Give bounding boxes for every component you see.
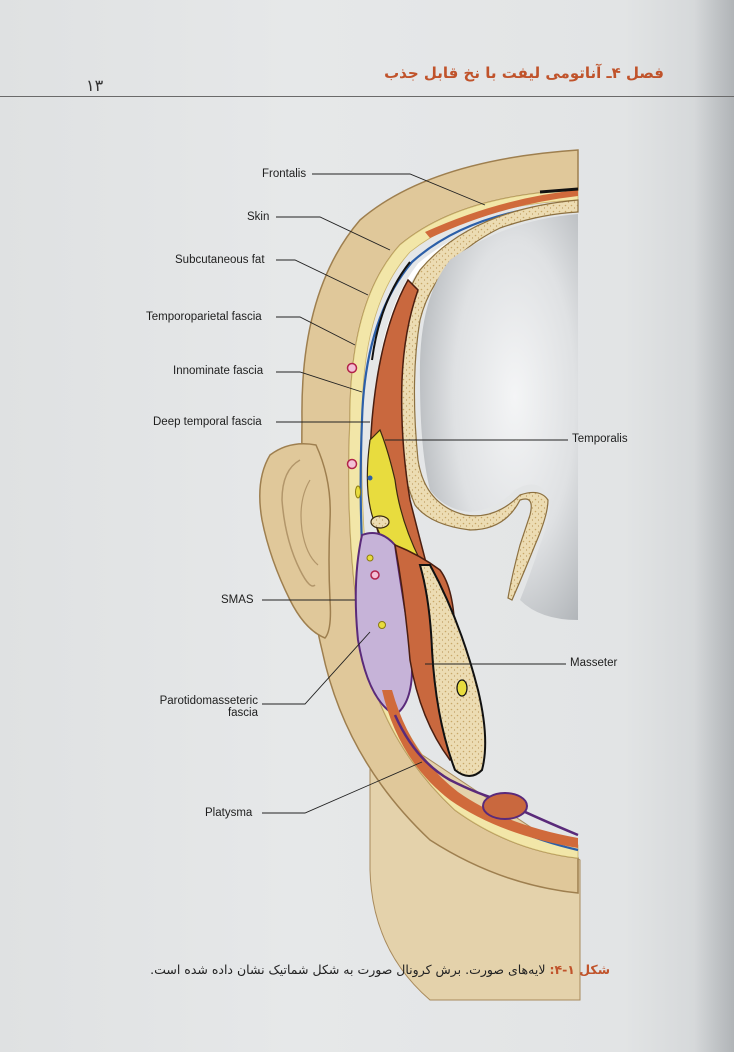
vessel-marker-4 [367,475,373,481]
label-innominate-fascia: Innominate fascia [173,365,264,377]
figure-caption: شکل ۱-۴: لایه‌های صورت. برش کرونال صورت … [150,962,610,977]
nerve-marker-3 [378,621,386,629]
subcutaneous-fat-layer [348,189,579,859]
page-edge-shadow [694,0,734,1052]
mandibular-canal [456,679,468,697]
label-temporalis: Temporalis [572,433,628,445]
frontalis-black [539,187,579,194]
figure-id: شکل ۱-۴: [549,962,610,977]
leader-skin [276,216,391,251]
vessel-marker-3 [370,570,380,580]
leader-frontalis [312,173,486,206]
label-smas: SMAS [221,594,254,606]
nerve-marker-1 [355,485,361,499]
ear [259,443,332,639]
leader-lines [262,173,568,814]
vessel-marker-1 [346,362,358,374]
label-temporoparietal-fascia: Temporoparietal fascia [146,311,262,323]
leader-temporoparietal [276,316,356,346]
label-subcutaneous-fat: Subcutaneous fat [175,254,265,266]
submandibular-node [482,792,528,820]
label-parotidomasseteric: Parotidomasseteric fascia [148,695,258,719]
label-deep-temporal-fascia: Deep temporal fascia [153,416,262,428]
chapter-title: فصل ۴ـ آناتومی لیفت با نخ قابل جذب [384,64,664,82]
cranial-cavity [419,214,578,620]
label-masseter: Masseter [570,657,618,669]
header-rule [0,96,734,97]
parotidomasseteric-fascia-line [393,714,579,837]
ear-antihelix [300,479,319,566]
platysma-muscle [382,690,578,848]
label-parotidomasseteric-line2: fascia [227,707,258,719]
zygomatic-arch [370,515,390,529]
leader-platysma [262,761,423,814]
leader-innominate [276,371,363,393]
ear-helix-fold [281,459,316,587]
leader-subcutaneous [276,259,369,296]
label-platysma: Platysma [205,807,253,819]
label-skin: Skin [247,211,270,223]
nerve-marker-2 [366,554,374,562]
leader-parotidomasseteric [262,631,371,705]
frontalis-muscle [425,190,578,238]
label-frontalis: Frontalis [262,168,307,180]
innominate-fascia-line [371,261,411,361]
label-parotidomasseteric-line1: Parotidomasseteric [159,695,258,707]
page-number: ۱۳ [86,76,104,95]
caption-text: لایه‌های صورت. برش کرونال صورت به شکل شم… [150,962,546,977]
vessel-marker-2 [346,458,358,470]
mandible-bone [418,564,487,777]
